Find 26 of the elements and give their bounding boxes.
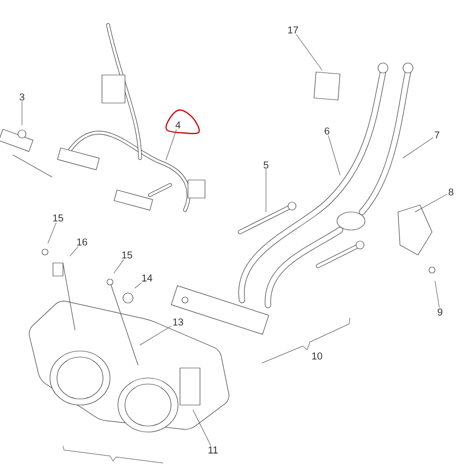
- callout-number: 4: [175, 122, 180, 128]
- callout-number: 15: [53, 214, 64, 222]
- leader-line: [328, 136, 340, 176]
- callout-number: 7: [434, 132, 440, 138]
- leader-line: [192, 410, 211, 446]
- leader-line: [434, 280, 440, 308]
- leader-line: [414, 194, 448, 212]
- callout-number: 11: [208, 446, 218, 454]
- callout-number: 8: [448, 188, 454, 196]
- callout-number: 13: [173, 318, 184, 326]
- leader-line: [140, 326, 172, 346]
- leader-line: [48, 222, 56, 244]
- callout-number: 3: [20, 93, 24, 101]
- callout-number: 9: [438, 308, 442, 316]
- leader-line: [114, 259, 124, 274]
- callout-number: 16: [77, 238, 88, 246]
- callout-number: 6: [324, 127, 330, 135]
- callout-number: 14: [142, 274, 152, 282]
- callout-number: 17: [288, 26, 298, 34]
- callout-number: 5: [264, 162, 268, 168]
- leader-line: [134, 282, 142, 288]
- leader-line: [402, 137, 434, 158]
- leader-line: [70, 246, 78, 256]
- callout-number: 10: [312, 352, 322, 360]
- leader-line: [296, 34, 322, 70]
- callout-number: 15: [122, 252, 132, 258]
